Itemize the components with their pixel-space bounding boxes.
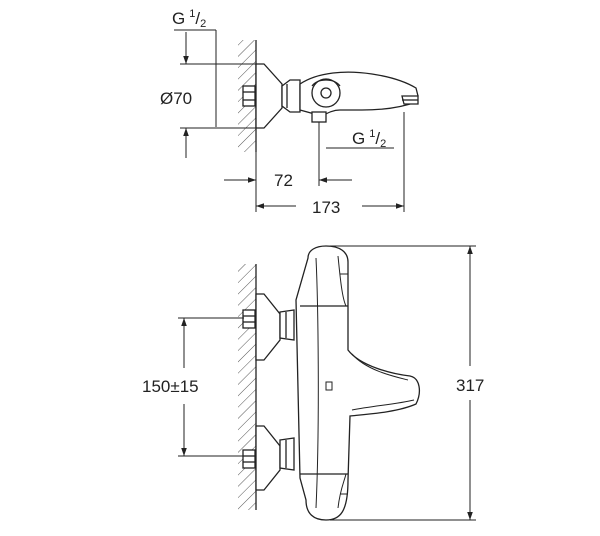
inlet-nipple-top <box>242 85 256 107</box>
hex-nut-top <box>281 79 301 113</box>
centers-dimension-label: 150±15 <box>142 377 199 396</box>
top-view <box>174 29 419 212</box>
outlet-stub-top <box>311 111 327 123</box>
mixer-body-front <box>295 245 421 521</box>
wall-hatch-front <box>238 264 256 510</box>
depth-dimension-label: 72 <box>274 171 293 190</box>
length-dimension-label: 173 <box>312 198 340 217</box>
lower-escutcheon <box>255 425 281 491</box>
escutcheon-flange-top <box>255 63 283 129</box>
front-view <box>178 245 476 521</box>
height-dimension-label: 317 <box>456 376 484 395</box>
outlet-marker-front <box>325 381 333 391</box>
upper-escutcheon <box>255 293 281 361</box>
diameter-label: Ø70 <box>160 89 192 108</box>
